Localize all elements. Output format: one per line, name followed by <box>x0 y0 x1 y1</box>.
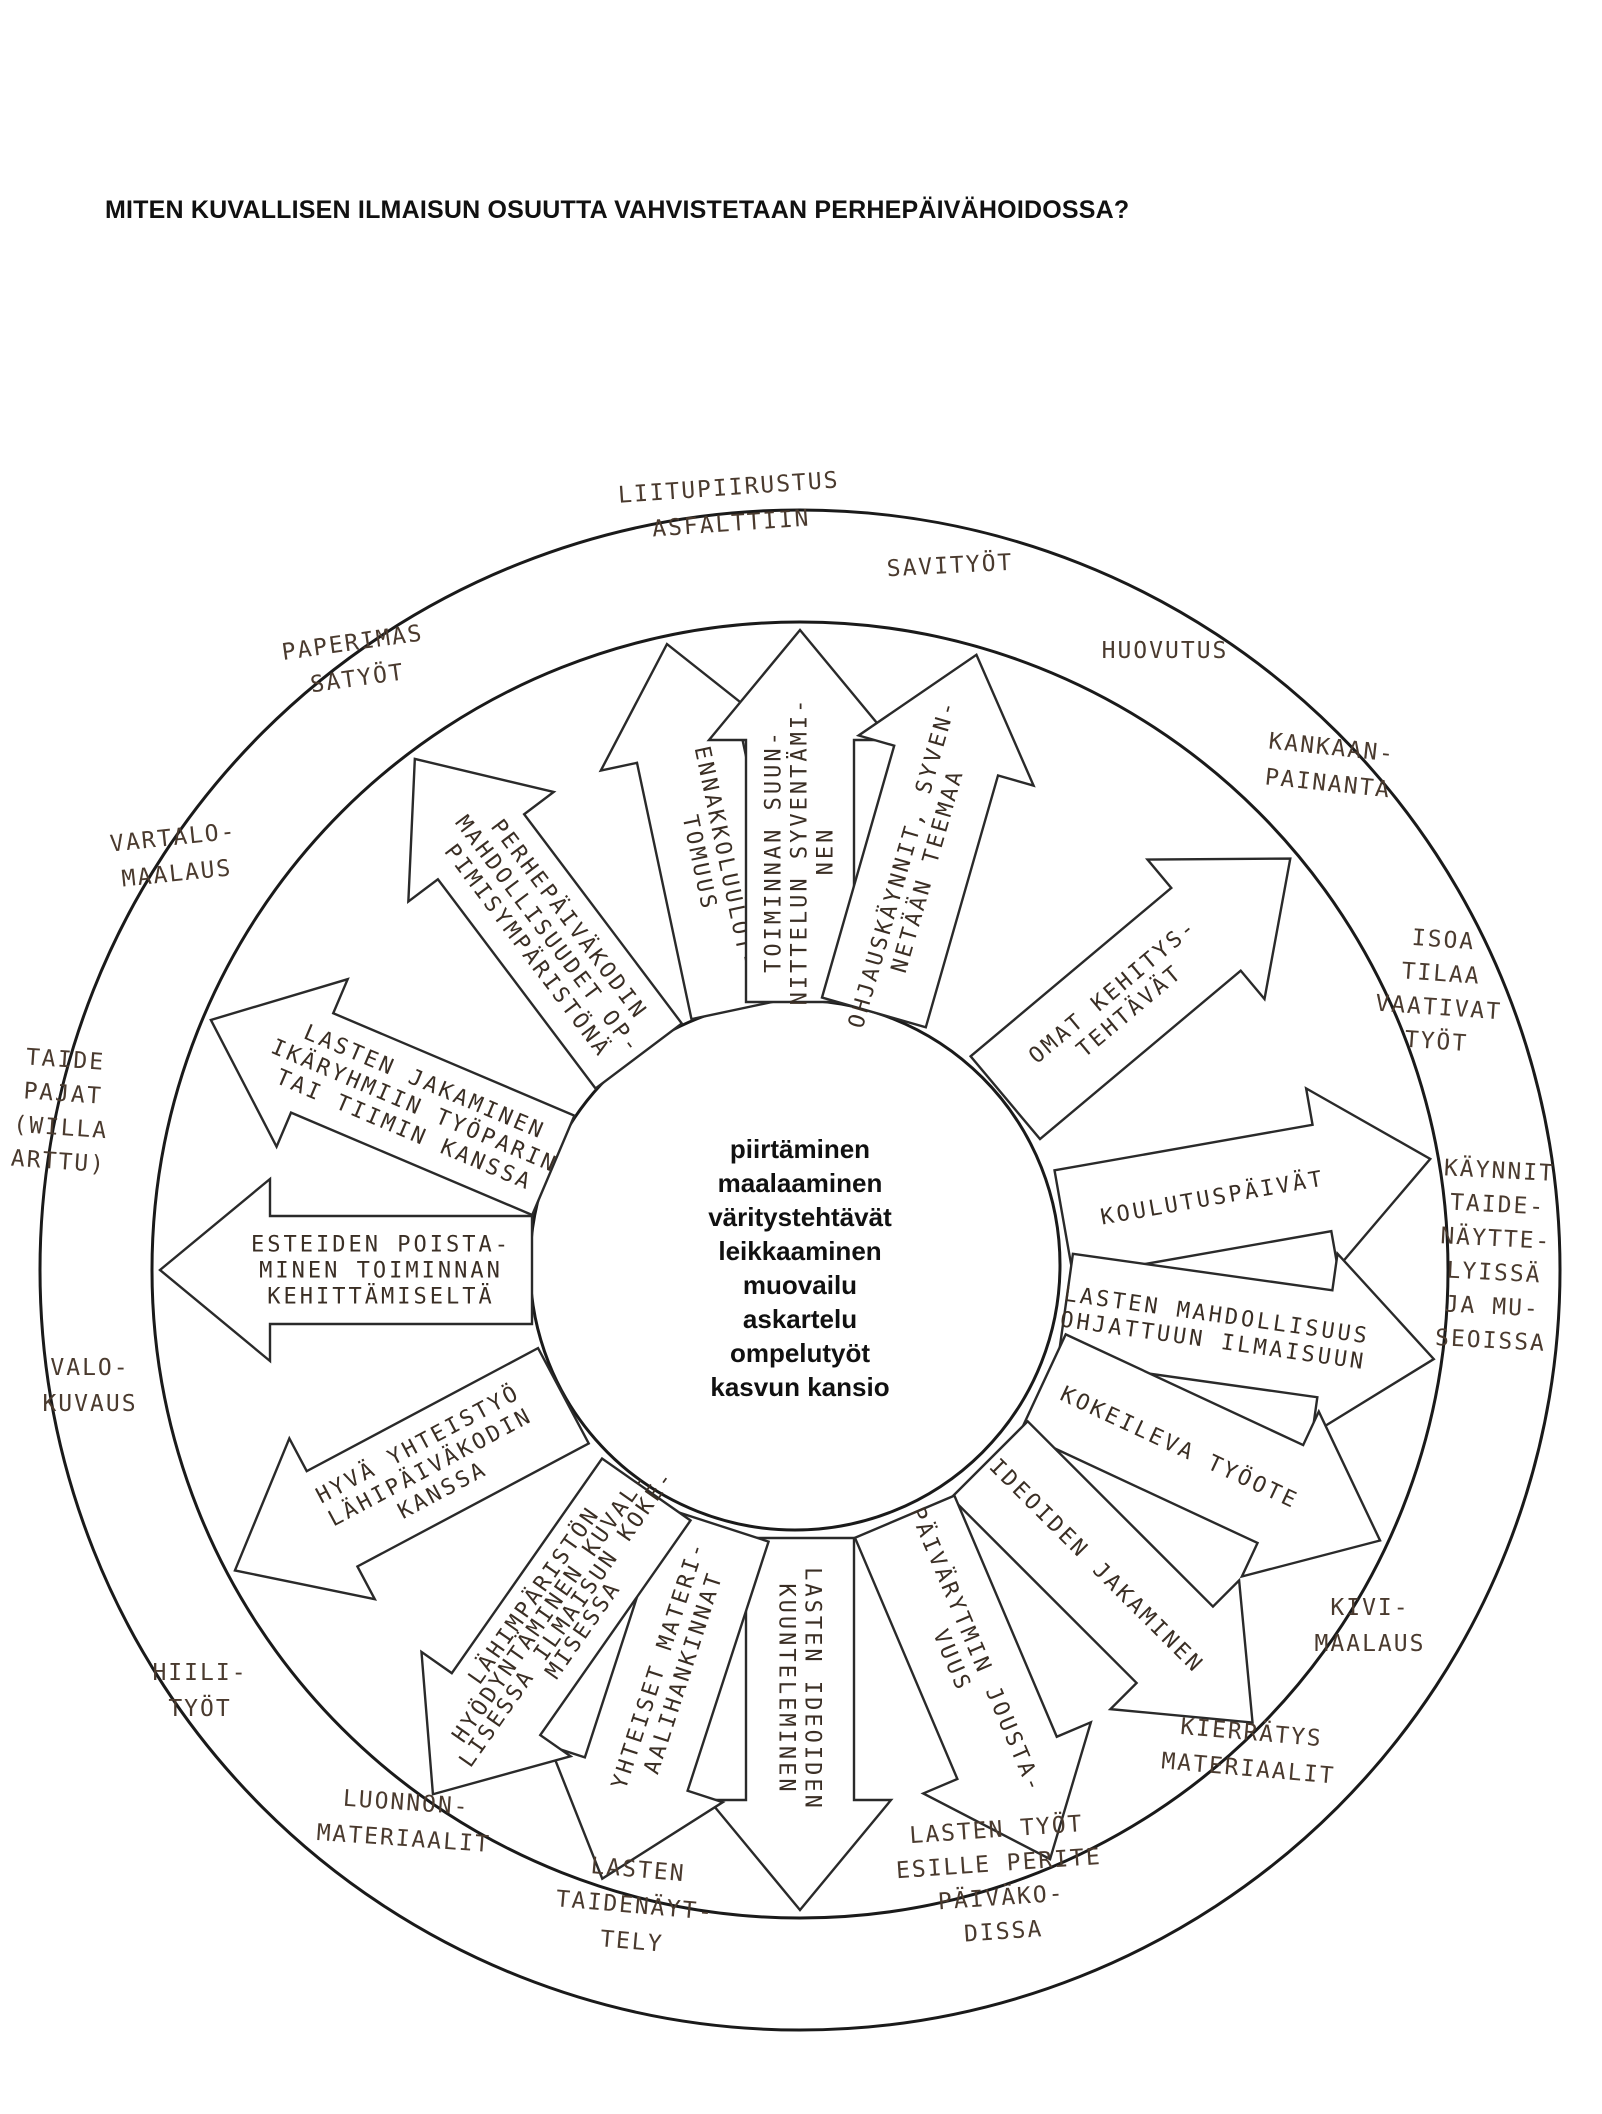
outer-label-line: KIVI- <box>1330 1595 1409 1621</box>
center-item: kasvun kansio <box>710 1372 889 1402</box>
arrow-a4: OMAT KEHITYS-TEHTÄVÄT <box>968 857 1292 1141</box>
outer-label-line: TYÖT <box>1404 1025 1469 1057</box>
outer-label-line: MAALAUS <box>120 855 233 892</box>
arrow-shape <box>407 757 684 1091</box>
outer-label-line: TAIDENÄYT- <box>555 1884 715 1926</box>
outer-label-o15: VARTALO-MAALAUS <box>109 819 238 893</box>
outer-label-o3: HUOVUTUS <box>1102 638 1229 664</box>
center-item: leikkaaminen <box>718 1236 881 1266</box>
outer-label-line: HIILI- <box>152 1660 247 1686</box>
outer-label-line: SAVITYÖT <box>886 548 1014 583</box>
outer-label-o4: KANKAAN-PAINANTA <box>1264 729 1397 804</box>
arrow-a3: OHJAUSKÄYNNIT, SYVEN-NETÄÄN TEEMAA <box>820 653 1036 1031</box>
outer-label-line: ISOA <box>1411 925 1476 955</box>
center-item: maalaaminen <box>718 1168 883 1198</box>
arrow-label: MINEN TOIMINNAN <box>259 1259 503 1284</box>
outer-label-line: VAATIVAT <box>1375 991 1503 1026</box>
arrow-shape <box>158 1176 534 1364</box>
outer-label-line: TELY <box>599 1926 664 1957</box>
outer-label-line: KUVAUS <box>42 1391 137 1417</box>
outer-label-o12: HIILI- TYÖT <box>152 1660 247 1722</box>
arrow-a2: TOIMINNAN SUUN-NITTELUN SYVENTÄMI-NEN <box>706 628 894 1006</box>
center-item: askartelu <box>743 1304 857 1334</box>
arrow-shape <box>420 1456 693 1796</box>
arrow-a5: KOULUTUSPÄIVÄT <box>1053 1086 1433 1279</box>
outer-label-line: LASTEN <box>590 1853 687 1887</box>
outer-label-line: DISSA <box>963 1916 1044 1947</box>
outer-label-line: KÄYNNIT <box>1443 1153 1555 1187</box>
arrow-label: NITTELUN SYVENTÄMI- <box>787 697 813 1006</box>
outer-label-line: ARTTU) <box>10 1146 107 1179</box>
outer-label-line: TAIDE- <box>1449 1190 1545 1221</box>
outer-label-line: SATYÖT <box>308 657 406 698</box>
center-item: väritystehtävät <box>708 1202 892 1232</box>
arrow-shape <box>233 1346 591 1601</box>
outer-label-o13: VALO- KUVAUS <box>42 1355 137 1417</box>
arrow-label: KUUNTELEMINEN <box>773 1583 798 1794</box>
arrow-shape <box>949 1419 1254 1724</box>
outer-label-line: LUONNON- <box>342 1786 470 1821</box>
outer-ring <box>38 508 1562 2032</box>
outer-label-line: VALO- <box>50 1355 129 1381</box>
page-title: MITEN KUVALLISEN ILMAISUN OSUUTTA VAHVIS… <box>105 196 1130 224</box>
center-item: ompelutyöt <box>730 1338 870 1368</box>
outer-label-line: (WILLA <box>12 1112 109 1145</box>
arrow-label: TOIMINNAN SUUN- <box>762 729 787 973</box>
outer-label-line: PAPERIMAS <box>280 620 425 666</box>
outer-label-line: ESILLE PERITE <box>895 1844 1102 1884</box>
outer-label-line: SEOISSA <box>1434 1325 1546 1357</box>
arrow-a14: ESTEIDEN POISTA-MINEN TOIMINNANKEHITTÄMI… <box>158 1176 534 1364</box>
arrow-label: KEHITTÄMISELTÄ <box>267 1284 494 1310</box>
outer-label-line: TYÖT <box>168 1694 231 1722</box>
outer-label-line: LYISSÄ <box>1446 1256 1542 1289</box>
outer-label-o11: LUONNON-MATERIAALIT <box>316 1786 492 1858</box>
arrow-label: LASTEN IDEOIDEN <box>799 1567 824 1811</box>
outer-label-line: NÄYTTE- <box>1440 1221 1552 1255</box>
arrow-label: NEN <box>814 827 839 876</box>
outer-label-line: MATERIAALIT <box>1160 1748 1336 1789</box>
outer-label-line: MAALAUS <box>1315 1631 1426 1657</box>
outer-label-line: LIITUPIIRUSTUS <box>617 467 840 508</box>
outer-label-line: ASFALTTIIN <box>651 505 811 542</box>
arrow-a11: YHTEISET MATERI-AALIHANKINNAT <box>547 1506 771 1881</box>
outer-label-line: HUOVUTUS <box>1102 638 1229 664</box>
arrow-shape <box>968 857 1292 1141</box>
outer-label-line: KANKAAN- <box>1267 729 1396 768</box>
outer-label-o2: SAVITYÖT <box>886 548 1014 583</box>
outer-label-line: PÄIVÄKO- <box>937 1879 1065 1916</box>
outer-label-line: TAIDE <box>25 1044 106 1075</box>
middle-ring <box>150 620 1450 1920</box>
arrow-label: ESTEIDEN POISTA- <box>251 1233 511 1258</box>
outer-label-line: JA MU- <box>1444 1291 1540 1322</box>
arrow-shape <box>820 653 1036 1029</box>
center-item: muovailu <box>743 1270 857 1300</box>
outer-label-line: PAJAT <box>23 1078 104 1109</box>
outer-label-line: TILAA <box>1401 958 1482 989</box>
arrow-shape <box>853 1494 1093 1861</box>
center-list: piirtäminen maalaaminen väritystehtävät … <box>708 1134 892 1402</box>
outer-label-o7: KIVI- MAALAUS <box>1315 1595 1426 1657</box>
outer-label-line: VARTALO- <box>109 819 238 858</box>
arrow-shape <box>209 977 576 1217</box>
center-item: piirtäminen <box>730 1134 870 1164</box>
arrow-shape <box>1018 1332 1382 1579</box>
